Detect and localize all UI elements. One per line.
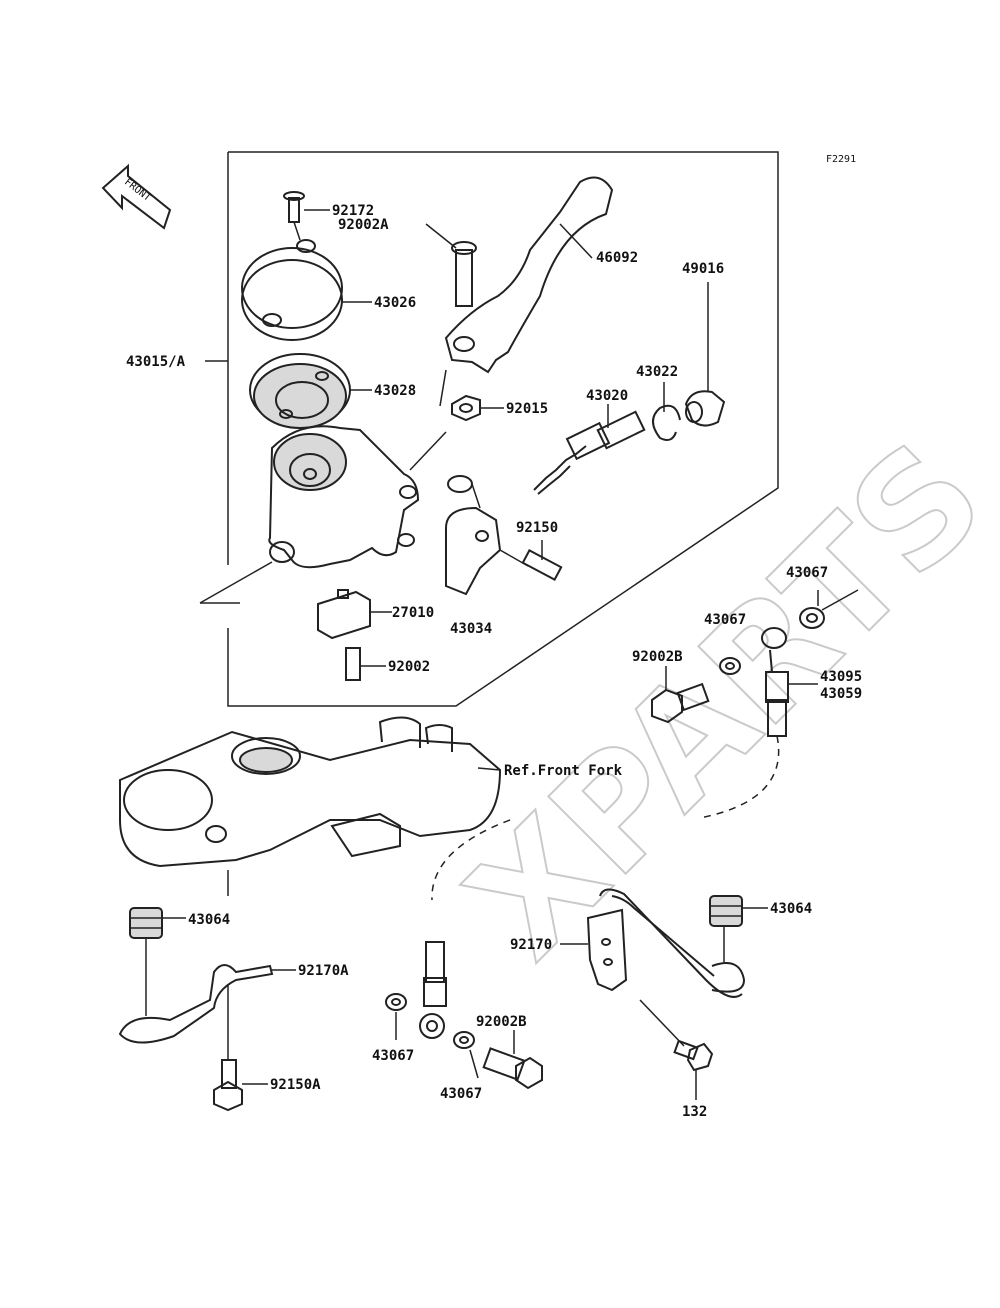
- grommet-43064-right: [709, 895, 768, 993]
- label-43067-lower-left: 43067: [372, 1048, 414, 1064]
- label-49016: 49016: [682, 261, 724, 277]
- clamp-43034: [445, 475, 502, 596]
- screw-92172: [283, 191, 330, 241]
- label-43022: 43022: [636, 364, 678, 380]
- bolt-132: [639, 999, 714, 1100]
- label-92002A: 92002A: [338, 217, 389, 233]
- washer-43067-second: [719, 657, 741, 675]
- washer-43067-lower-left: [385, 993, 407, 1040]
- label-43067-lower-right: 43067: [440, 1086, 482, 1102]
- figure-code: F2291: [826, 154, 856, 165]
- label-43064-left: 43064: [188, 912, 230, 928]
- assembly-frame: [199, 151, 779, 707]
- label-92172: 92172: [332, 203, 374, 219]
- label-92002B-lower: 92002B: [476, 1014, 527, 1030]
- hose-clamp-92170A: [118, 964, 296, 1044]
- banjo-bolt-92002B-upper: [651, 666, 710, 724]
- lever-bolt-92002A: [425, 223, 477, 307]
- bracket-92170: [560, 888, 743, 998]
- label-92015: 92015: [506, 401, 548, 417]
- label-43067-second: 43067: [704, 612, 746, 628]
- brake-lever-46092: [439, 176, 614, 407]
- label-92150: 92150: [516, 520, 558, 536]
- label-43034: 43034: [450, 621, 492, 637]
- brake-hose-lower: [419, 941, 447, 1039]
- label-132: 132: [682, 1104, 707, 1120]
- label-92002B-upper: 92002B: [632, 649, 683, 665]
- banjo-bolt-92002B-lower: [482, 1030, 543, 1090]
- grommet-43064-left: [129, 907, 186, 1016]
- washer-43067-upper: [799, 589, 859, 629]
- top-bridge: [119, 716, 511, 901]
- label-43028: 43028: [374, 383, 416, 399]
- label-43059: 43059: [820, 686, 862, 702]
- label-43064-right: 43064: [770, 901, 812, 917]
- diaphragm-plate-43028: [249, 353, 372, 429]
- label-92170A: 92170A: [298, 963, 349, 979]
- screw-92002: [345, 647, 386, 681]
- label-43095: 43095: [820, 669, 862, 685]
- label-92170: 92170: [510, 937, 552, 953]
- piston-assembly-43020: [533, 404, 646, 495]
- reservoir-cap-43026: [241, 239, 372, 341]
- label-92002: 92002: [388, 659, 430, 675]
- bolt-92150: [499, 540, 563, 581]
- circlip-43022: [652, 382, 681, 441]
- washer-43067-lower-right: [453, 1031, 479, 1079]
- label-27010: 27010: [392, 605, 434, 621]
- label-43015A: 43015/A: [126, 354, 186, 370]
- label-46092: 46092: [596, 250, 638, 266]
- dust-boot-49016: [684, 282, 726, 427]
- label-92150A: 92150A: [270, 1077, 321, 1093]
- label-43026: 43026: [374, 295, 416, 311]
- label-43020: 43020: [586, 388, 628, 404]
- front-arrow-icon: FRONT: [101, 163, 172, 230]
- brake-switch-27010: [317, 589, 392, 640]
- master-cylinder-body: [268, 425, 447, 569]
- brake-hose-43095: [699, 627, 818, 819]
- nut-92015: [451, 394, 504, 422]
- bolt-92150A: [213, 984, 268, 1112]
- label-43067-upper: 43067: [786, 565, 828, 581]
- ref-front-fork: Ref.Front Fork: [504, 763, 623, 779]
